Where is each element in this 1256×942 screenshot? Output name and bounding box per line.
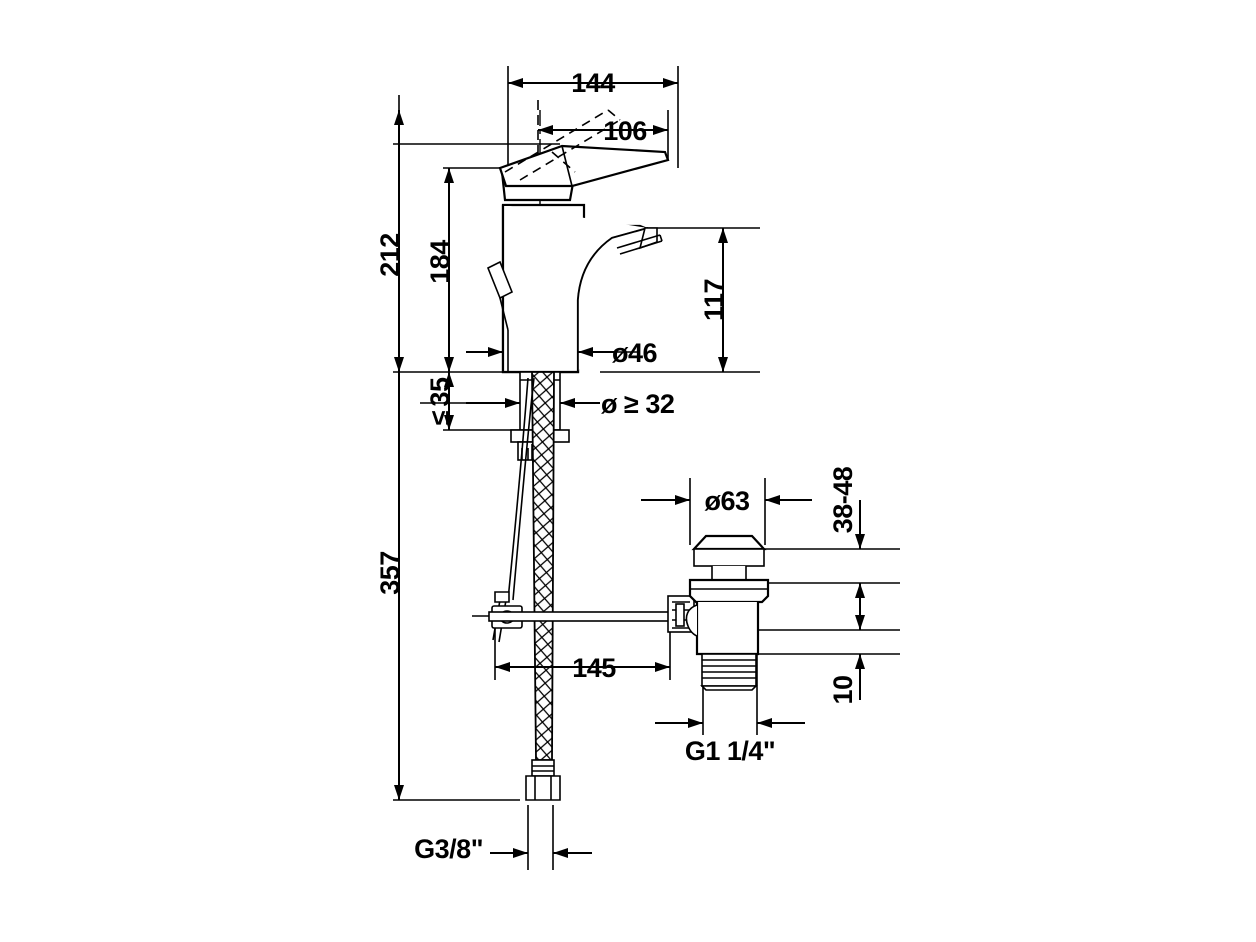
drain-body — [685, 534, 770, 691]
dim-label-212: 212 — [375, 233, 405, 277]
dim-label-117: 117 — [699, 279, 729, 321]
dim-label-106: 106 — [603, 116, 647, 146]
dim-label-38-48: 38-48 — [828, 466, 858, 533]
pivot-rod — [472, 591, 695, 643]
dim-label-g3-8: G3/8" — [414, 834, 483, 864]
lever-handle — [498, 109, 670, 202]
mixer-body — [501, 203, 663, 374]
dim-label-g1-1-4: G1 1/4" — [685, 736, 775, 766]
lift-rod — [486, 260, 514, 372]
dim-label-357: 357 — [375, 551, 405, 595]
dim-label-35: 35 — [425, 377, 455, 407]
extension-lines — [393, 66, 900, 870]
dim-label-d63: ø63 — [704, 486, 750, 516]
dim-label-d32: ø ≥ 32 — [601, 389, 674, 419]
dimension-lines — [394, 78, 865, 858]
dim-label-145: 145 — [572, 653, 616, 683]
dim-label-35-prefix: ≤ — [425, 410, 455, 425]
dim-label-10: 10 — [828, 675, 858, 704]
dim-label-d46: ø46 — [612, 338, 658, 368]
dim-label-144: 144 — [571, 68, 615, 98]
dimension-labels: 144 106 212 184 35 ≤ 357 117 ø46 ø ≥ 32 … — [375, 68, 858, 864]
dim-label-184: 184 — [425, 240, 455, 284]
